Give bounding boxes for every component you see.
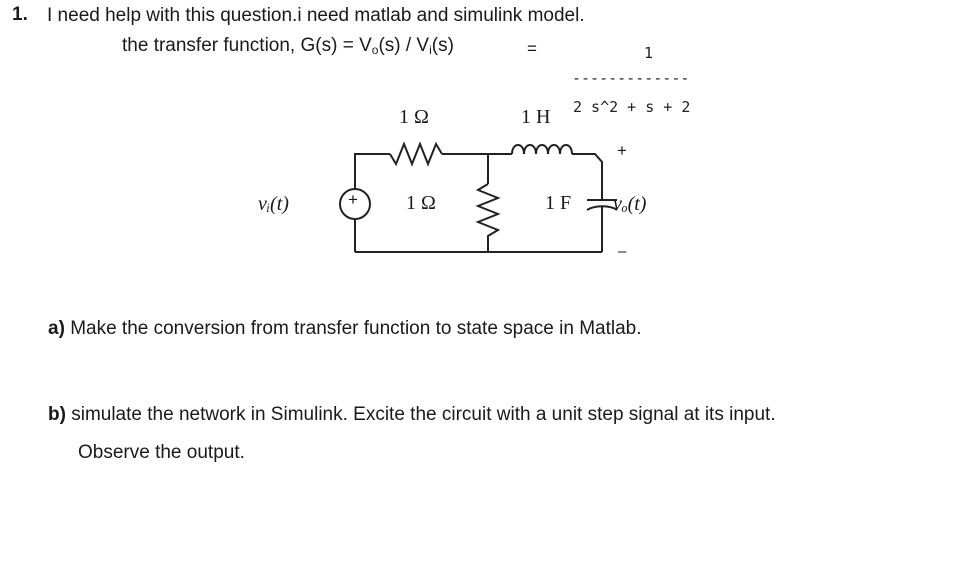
inductor-l1 [511,144,573,155]
part-a-text: Make the conversion from transfer functi… [70,318,642,339]
voltage-source [339,188,371,220]
tf-sub-o: o [371,43,379,57]
l1-label: 1 H [521,106,551,128]
capacitor-bottom-plate [586,205,618,211]
c1-label: 1 F [545,192,572,214]
part-b-label: b) [48,404,66,425]
tf-prefix: the transfer function, G(s) = V [122,35,372,56]
r1-label: 1 Ω [399,106,429,128]
part-b-text-line2: Observe the output. [78,442,245,463]
part-b: b) simulate the network in Simulink. Exc… [48,404,776,426]
tf-numerator: 1 [644,44,654,62]
vi-label: vᵢ(t) [258,193,289,215]
tf-sub-i: i [429,43,432,57]
transfer-function-line: the transfer function, G(s) = Vo(s) / Vi… [122,35,454,57]
vo-minus-sign: – [618,243,627,260]
part-a-label: a) [48,318,65,339]
question-text: I need help with this question.i need ma… [47,5,585,26]
tf-suffix: (s) [431,35,454,56]
part-a: a) Make the conversion from transfer fun… [48,318,642,340]
tf-mid: (s) / V [378,35,430,56]
part-b-text: simulate the network in Simulink. Excite… [71,404,776,425]
vo-plus-sign: + [617,141,627,160]
resistor-r1 [389,141,443,167]
source-plus-sign: + [348,190,358,209]
tf-fraction-bar: ------------- [572,69,690,87]
tf-denominator: 2 s^2 + s + 2 [573,98,691,116]
resistor-r2 [475,183,501,252]
wire-l1-c1 [572,153,603,200]
question-number: 1. [12,4,28,25]
r2-label: 1 Ω [406,192,436,214]
tf-equals-sign: = [527,39,537,58]
circuit-diagram [339,141,618,253]
vo-label: vₒ(t) [613,193,647,215]
